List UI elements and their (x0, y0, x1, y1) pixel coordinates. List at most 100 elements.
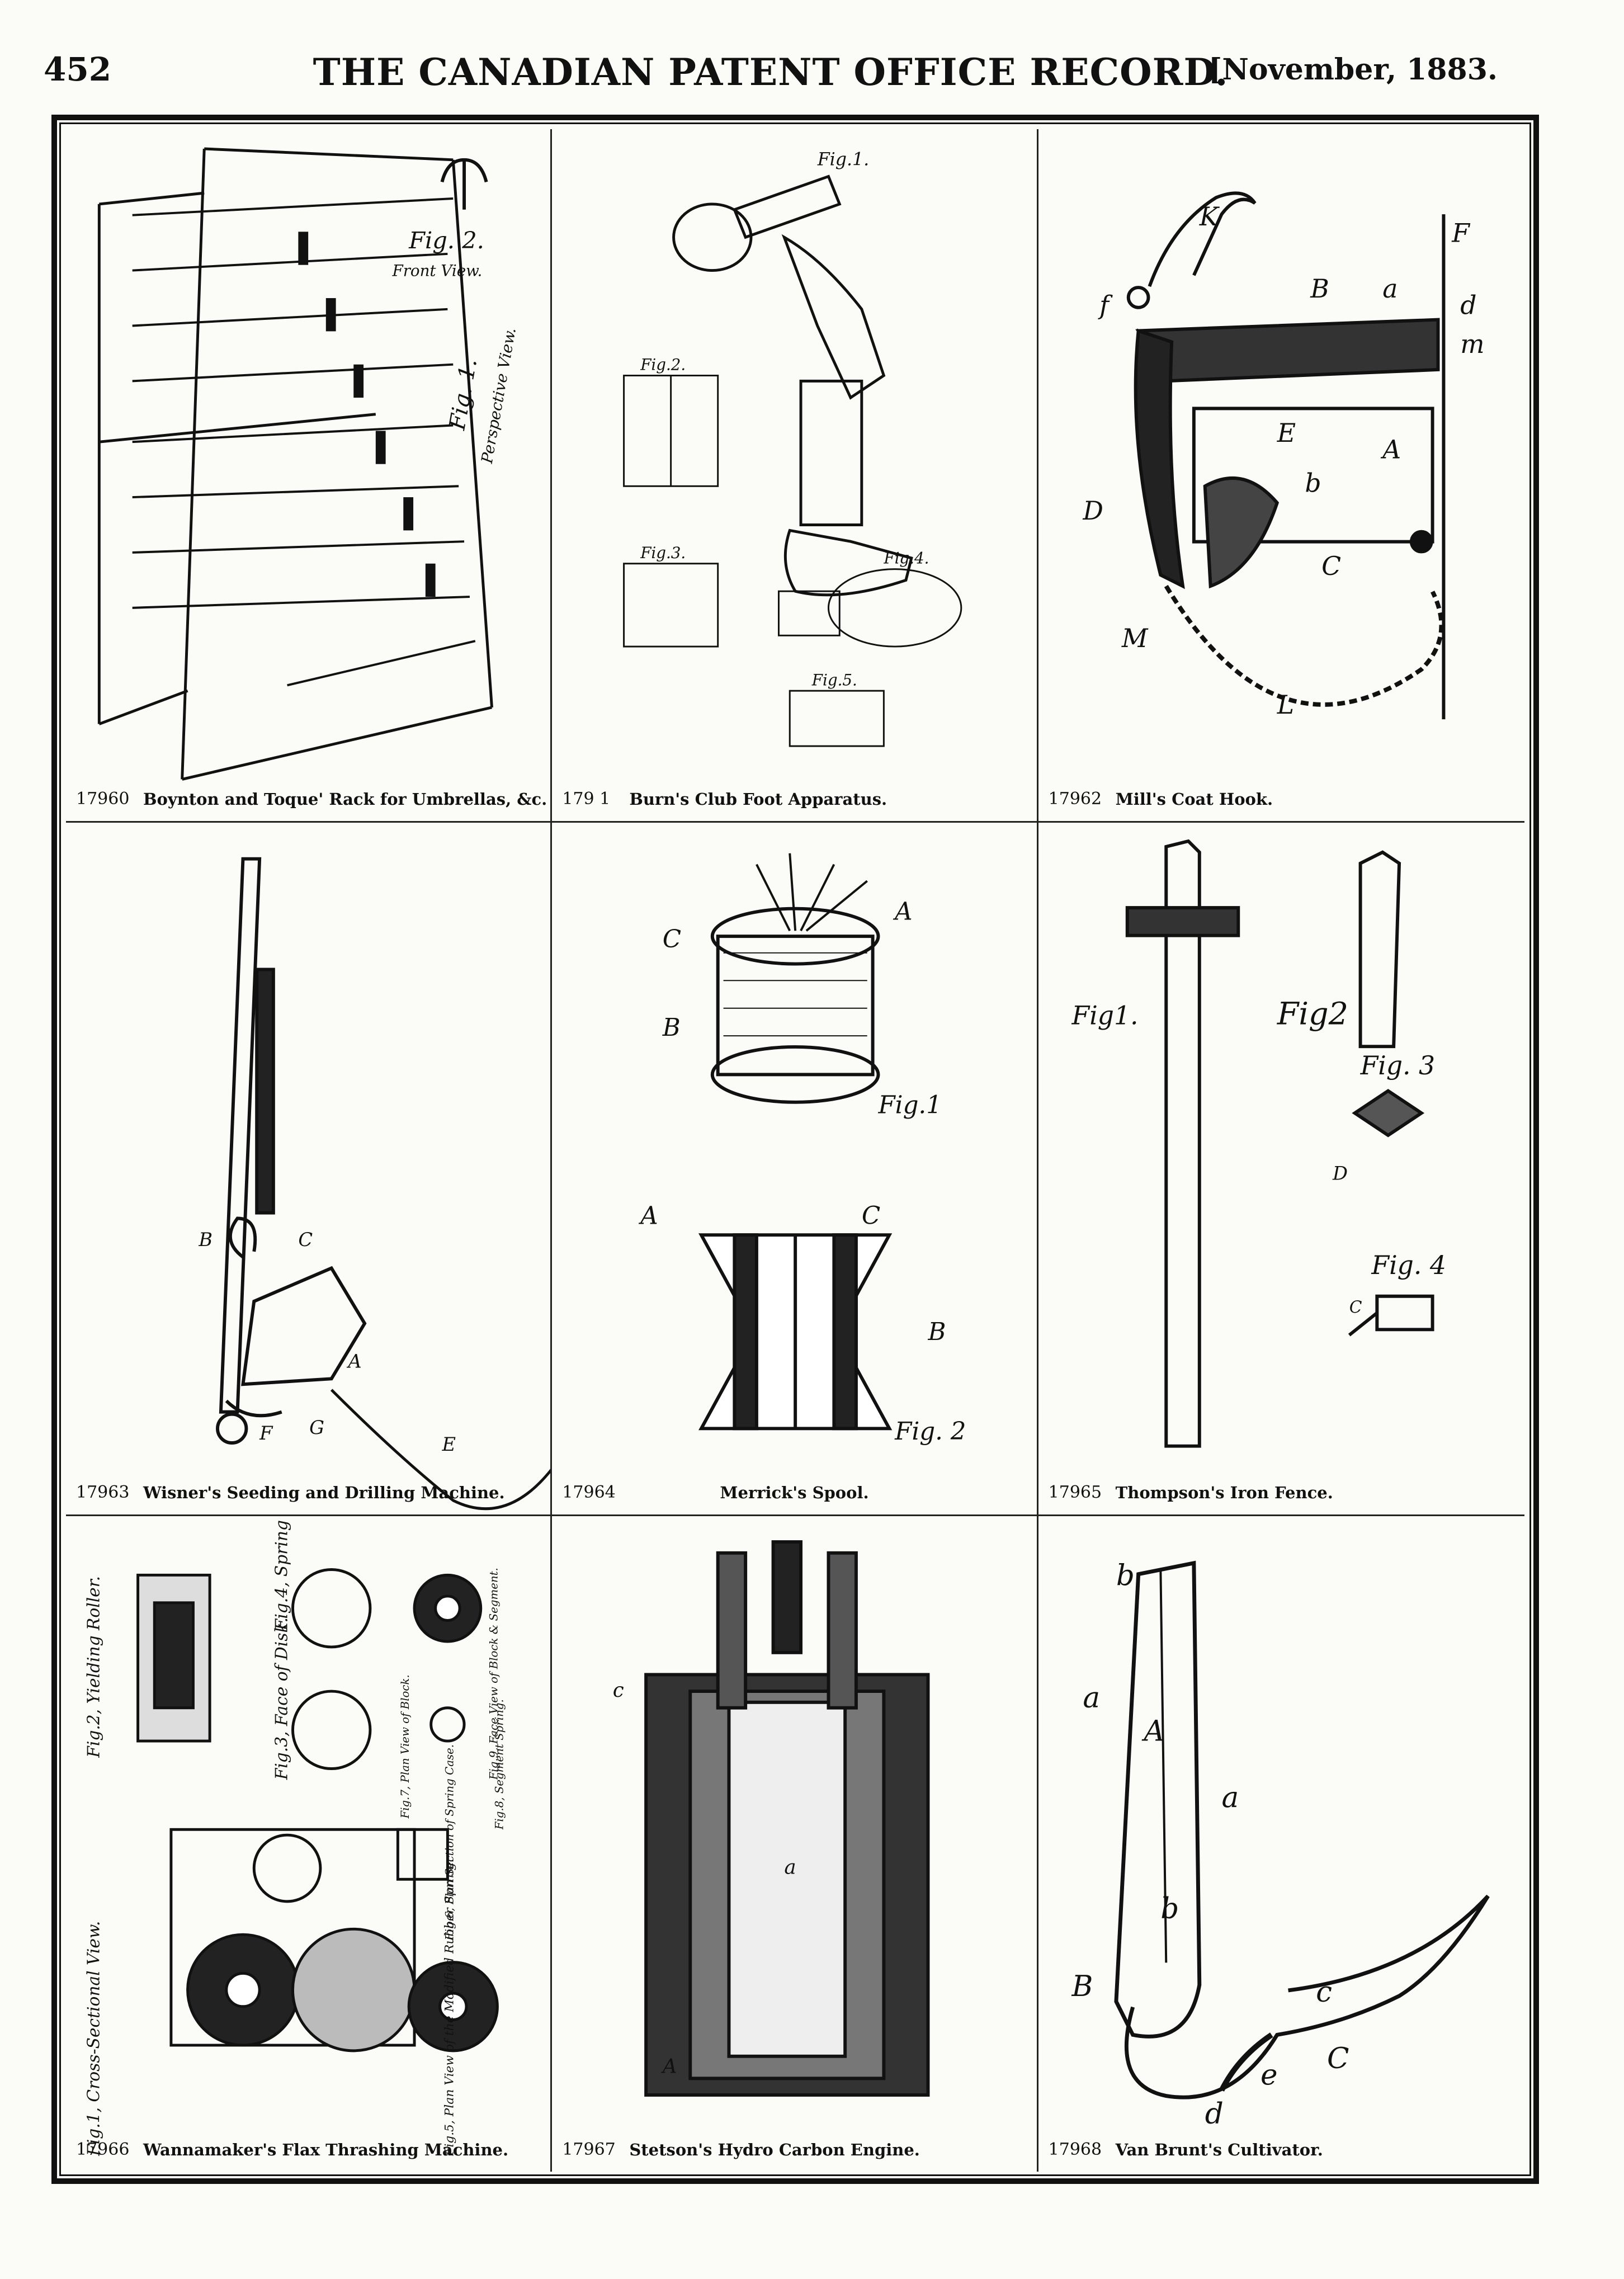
label-b: B (198, 1229, 213, 1251)
label-b-lower: b (1160, 1892, 1179, 1926)
hydro-engine-drawing: c a A (613, 1540, 930, 2097)
fig3-label: Fig.3, Face of Disk. (272, 1617, 291, 1780)
patent-number: 17964 (562, 1483, 616, 1502)
patent-title: Burn's Club Foot Apparatus. (629, 790, 887, 809)
patent-title: Merrick's Spool. (720, 1483, 869, 1502)
patent-title: Mill's Coat Hook. (1115, 790, 1273, 809)
fig6-label: Fig.6, Plan Section of Spring Case. (443, 1744, 456, 1941)
spool-drawing: C A B Fig.1 A C B Fig. 2 (639, 853, 966, 1446)
label-e: e (1261, 2059, 1278, 2092)
patent-title: Stetson's Hydro Carbon Engine. (629, 2140, 920, 2159)
seeding-machine-drawing: B C A G F E (198, 857, 551, 1510)
fig9-label: Fig.9, Face View of Block & Segment. (487, 1568, 500, 1780)
perspective-view-label: Perspective View. (478, 326, 520, 465)
patent-cell-iron-fence: Fig1. Fig2 Fig. 3 Fig. 4 D C 17965 Thomp… (1038, 823, 1524, 1516)
patent-number: 179 1 (562, 789, 611, 809)
page-number: 452 (44, 50, 112, 88)
patent-caption: 17968 Van Brunt's Cultivator. (1049, 2130, 1514, 2164)
label-a-top: A (893, 898, 912, 926)
label-a-bottom: A (639, 1202, 658, 1230)
label-c-bottom: C (862, 1202, 880, 1230)
fig2-label: Fig. 2 (894, 1418, 966, 1446)
patent-cell-seeding-machine: B C A G F E 17963 Wisner's Seeding and D… (66, 823, 553, 1516)
patent-plate: Fig. 2. Front View. Fig. 1. Perspective … (51, 115, 1539, 2184)
patent-number: 17963 (76, 1483, 130, 1502)
label-c: C (298, 1229, 313, 1251)
label-m-top: m (1460, 329, 1484, 359)
patent-grid: Fig. 2. Front View. Fig. 1. Perspective … (66, 129, 1524, 2172)
fig2-label: Fig.2. (640, 356, 686, 374)
issue-date: [November, 1883. (1208, 53, 1498, 87)
patent-cell-cultivator: b a A a B b c C e d 17968 Van Brunt's Cu… (1038, 1516, 1524, 2172)
patent-cell-flax-machine: Fig.1, Cross-Sectional View. Fig.2, Yiel… (66, 1516, 553, 2172)
label-c: C (1321, 551, 1341, 581)
fig1-label: Fig.1. (817, 150, 870, 170)
fig3-label: Fig.3. (640, 544, 686, 562)
label-a: A (1380, 435, 1401, 465)
flax-machine-drawing: Fig.1, Cross-Sectional View. Fig.2, Yiel… (83, 1516, 506, 2157)
patent-cell-umbrella-rack: Fig. 2. Front View. Fig. 1. Perspective … (66, 129, 553, 823)
journal-title: THE CANADIAN PATENT OFFICE RECORD. (313, 50, 1229, 94)
patent-cell-spool: C A B Fig.1 A C B Fig. 2 17964 Merrick's… (552, 823, 1038, 1516)
patent-cell-club-foot: Fig.1. Fig.2. Fig.3. Fig.4. Fig.5. 179 1… (552, 129, 1038, 823)
patent-title: Thompson's Iron Fence. (1115, 1483, 1333, 1502)
fig4-label: Fig.4. (884, 549, 929, 568)
patent-cell-coat-hook: F K B a f d m E A b D C M L 17962 (1038, 129, 1524, 823)
patent-title: Wannamaker's Flax Thrashing Machine. (143, 2140, 509, 2159)
fig2-label: Fig. 2. (408, 227, 484, 254)
label-f-upper: F (1451, 219, 1470, 248)
patent-title: Boynton and Toque' Rack for Umbrellas, &… (143, 790, 547, 809)
patent-caption: 17963 Wisner's Seeding and Drilling Mach… (76, 1473, 540, 1507)
label-g: G (309, 1417, 324, 1438)
patent-number: 17966 (76, 2140, 130, 2159)
label-d: d (1205, 2097, 1223, 2131)
fig3-label: Fig. 3 (1359, 1051, 1435, 1080)
label-f: F (259, 1422, 273, 1444)
fig2-label: Fig2 (1276, 995, 1348, 1032)
fig5-label: Fig.5, Plan View of the Modified Rubber … (442, 1859, 456, 2157)
patent-title: Van Brunt's Cultivator. (1115, 2140, 1323, 2159)
fig2-label: Fig.2, Yielding Roller. (83, 1576, 103, 1758)
patent-number: 17965 (1048, 1483, 1102, 1502)
label-k: K (1198, 202, 1220, 232)
patent-title: Wisner's Seeding and Drilling Machine. (143, 1483, 505, 1502)
patent-number: 17968 (1048, 2140, 1102, 2159)
label-d: D (1332, 1162, 1348, 1184)
fig1-label: Fig1. (1071, 1001, 1138, 1030)
label-a-upper: A (661, 2055, 677, 2078)
fig4-label: Fig.4, Spring Case (272, 1516, 291, 1631)
label-c: c (613, 1679, 624, 1702)
front-view-label: Front View. (391, 261, 482, 280)
label-b: b (1305, 468, 1321, 498)
iron-fence-drawing: Fig1. Fig2 Fig. 3 Fig. 4 D C (1071, 839, 1446, 1448)
label-c-top: C (663, 926, 681, 954)
patent-number: 17967 (562, 2140, 616, 2159)
patent-caption: 17964 Merrick's Spool. (562, 1473, 1026, 1507)
label-c-upper: C (1327, 2042, 1349, 2075)
patent-caption: 179 1 Burn's Club Foot Apparatus. (562, 780, 1026, 813)
label-c-lower: c (1316, 1975, 1332, 2009)
umbrella-rack-drawing: Fig. 2. Front View. Fig. 1. Perspective … (97, 147, 520, 781)
patent-number: 17960 (76, 789, 130, 809)
page-header: 452 THE CANADIAN PATENT OFFICE RECORD. [… (44, 34, 1498, 101)
label-d: d (1460, 291, 1476, 320)
patent-cell-hydro-engine: c a A 17967 Stetson's Hydro Carbon Engin… (552, 1516, 1038, 2172)
coat-hook-drawing: F K B a f d m E A b D C M L (1082, 191, 1484, 720)
fig4-label: Fig. 4 (1371, 1251, 1446, 1280)
fig1-label: Fig. 1. (444, 357, 482, 432)
label-e: E (1276, 418, 1295, 448)
label-a: A (346, 1351, 361, 1372)
label-l: L (1276, 690, 1293, 720)
fig1-label: Fig.1, Cross-Sectional View. (83, 1921, 103, 2157)
patent-number: 17962 (1048, 789, 1102, 809)
patent-caption: 17960 Boynton and Toque' Rack for Umbrel… (76, 780, 547, 813)
label-d-side: D (1082, 496, 1103, 526)
label-a-main: A (1141, 1714, 1164, 1748)
label-a-top: a (1382, 274, 1398, 304)
fig7-label: Fig.7, Plan View of Block. (399, 1674, 412, 1819)
label-m-bottom: M (1121, 624, 1149, 653)
patent-caption: 17965 Thompson's Iron Fence. (1049, 1473, 1514, 1507)
fig5-label: Fig.5. (811, 671, 857, 689)
patent-caption: 17962 Mill's Coat Hook. (1049, 780, 1514, 813)
label-b-top: B (662, 1014, 681, 1042)
